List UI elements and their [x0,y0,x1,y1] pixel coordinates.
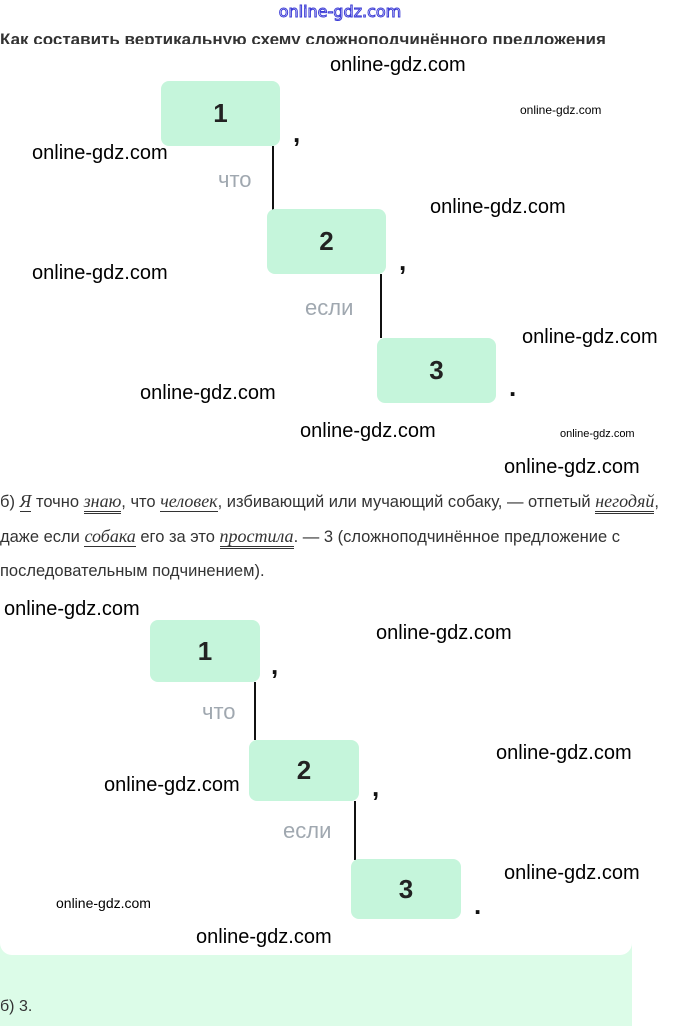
subject: человек [160,491,218,512]
comma: , [293,118,301,148]
page-heading: Как составить вертикальную схему сложноп… [0,30,606,44]
period: . [509,372,517,402]
comma: , [271,650,279,680]
watermark: online-gdz.com [520,103,602,117]
watermark: online-gdz.com [330,54,466,76]
comma: , [372,772,380,802]
connector-line [354,801,356,860]
predicate: простила [219,526,294,549]
connector-line [380,274,382,338]
predicate: знаю [83,491,122,514]
predicate: негодяй [595,491,655,514]
conjunction-label: что [202,699,236,724]
connector-line [272,146,274,210]
subject: собака [84,526,136,547]
watermark: online-gdz.com [104,774,240,796]
sentence-paragraph: б) Я точно знаю, что человек, избивающий… [0,491,659,580]
watermark: online-gdz.com [504,456,640,478]
clause-box-1: 1 [150,620,260,682]
conjunction-label: если [305,295,354,320]
clause-box-2: 2 [249,740,359,801]
clause-box-1: 1 [161,81,280,146]
watermark: online-gdz.com [32,142,168,164]
period: . [474,890,482,920]
watermark: online-gdz.com [196,926,332,948]
watermark: online-gdz.com [4,598,140,620]
subject: Я [19,491,32,512]
watermark: online-gdz.com [32,262,168,284]
watermark: online-gdz.com [504,862,640,884]
comma: , [399,246,407,276]
watermark: online-gdz.com [56,895,151,911]
watermark: online-gdz.com [522,326,658,348]
clause-box-2: 2 [267,209,386,274]
clause-box-3: 3 [377,338,496,403]
answer-text: б) 3. [0,998,33,1015]
connector-line [254,682,256,740]
clause-box-3: 3 [351,859,461,919]
watermark: online-gdz.com [430,196,566,218]
watermark: online-gdz.com [376,622,512,644]
watermark: online-gdz.com [140,382,276,404]
watermark: online-gdz.com [496,742,632,764]
conjunction-label: что [218,167,252,192]
conjunction-label: если [283,818,332,843]
watermark: online-gdz.com [300,420,436,442]
site-logo: online-gdz.com [278,2,402,22]
watermark: online-gdz.com [560,428,635,440]
